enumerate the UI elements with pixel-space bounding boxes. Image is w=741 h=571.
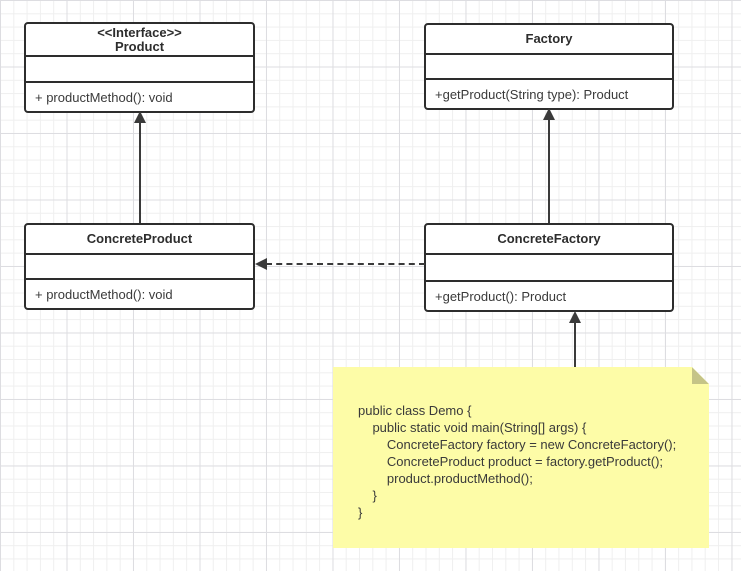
class-box-concrete-factory[interactable]: ConcreteFactory +getProduct(): Product: [424, 223, 674, 312]
class-concrete-product-attributes: [26, 255, 253, 280]
class-factory-method-label: +getProduct(String type): Product: [435, 86, 629, 102]
arrowhead-up-icon: [569, 311, 581, 323]
class-factory-methods: +getProduct(String type): Product: [426, 80, 672, 108]
class-product-attributes: [26, 57, 253, 83]
note-arrow-to-concretefactory[interactable]: [574, 322, 576, 367]
class-concrete-factory-name: ConcreteFactory: [497, 231, 601, 246]
class-box-concrete-product[interactable]: ConcreteProduct + productMethod(): void: [24, 223, 255, 310]
code-note[interactable]: public class Demo { public static void m…: [333, 367, 709, 548]
class-product-method-label: + productMethod(): void: [35, 89, 173, 105]
class-concrete-factory-header: ConcreteFactory: [426, 225, 672, 255]
generalization-arrow-concretefactory-to-factory[interactable]: [548, 119, 550, 223]
class-product-name: Product: [114, 38, 165, 54]
class-product-header: <<Interface>> Product: [26, 24, 253, 57]
note-code-text: public class Demo { public static void m…: [358, 403, 677, 520]
class-concrete-product-methods: + productMethod(): void: [26, 280, 253, 308]
class-product-stereotype: <<Interface>>: [97, 24, 182, 40]
class-concrete-factory-methods: +getProduct(): Product: [426, 282, 672, 310]
class-box-product[interactable]: <<Interface>> Product + productMethod():…: [24, 22, 255, 113]
class-factory-name: Factory: [525, 31, 573, 46]
class-factory-attributes: [426, 55, 672, 80]
arrowhead-left-icon: [255, 258, 267, 270]
class-concrete-product-header: ConcreteProduct: [26, 225, 253, 255]
generalization-arrow-concreteproduct-to-product[interactable]: [139, 122, 141, 223]
arrowhead-up-icon: [134, 111, 146, 123]
note-fold-icon: [692, 367, 709, 384]
class-product-methods: + productMethod(): void: [26, 83, 253, 111]
class-box-factory[interactable]: Factory +getProduct(String type): Produc…: [424, 23, 674, 110]
class-concrete-factory-attributes: [426, 255, 672, 282]
class-concrete-product-name: ConcreteProduct: [86, 231, 193, 246]
arrowhead-up-icon: [543, 108, 555, 120]
dependency-arrow-concretefactory-to-concreteproduct[interactable]: [266, 263, 425, 265]
class-factory-header: Factory: [426, 25, 672, 55]
class-concrete-factory-method-label: +getProduct(): Product: [435, 288, 567, 304]
class-concrete-product-method-label: + productMethod(): void: [35, 286, 173, 302]
